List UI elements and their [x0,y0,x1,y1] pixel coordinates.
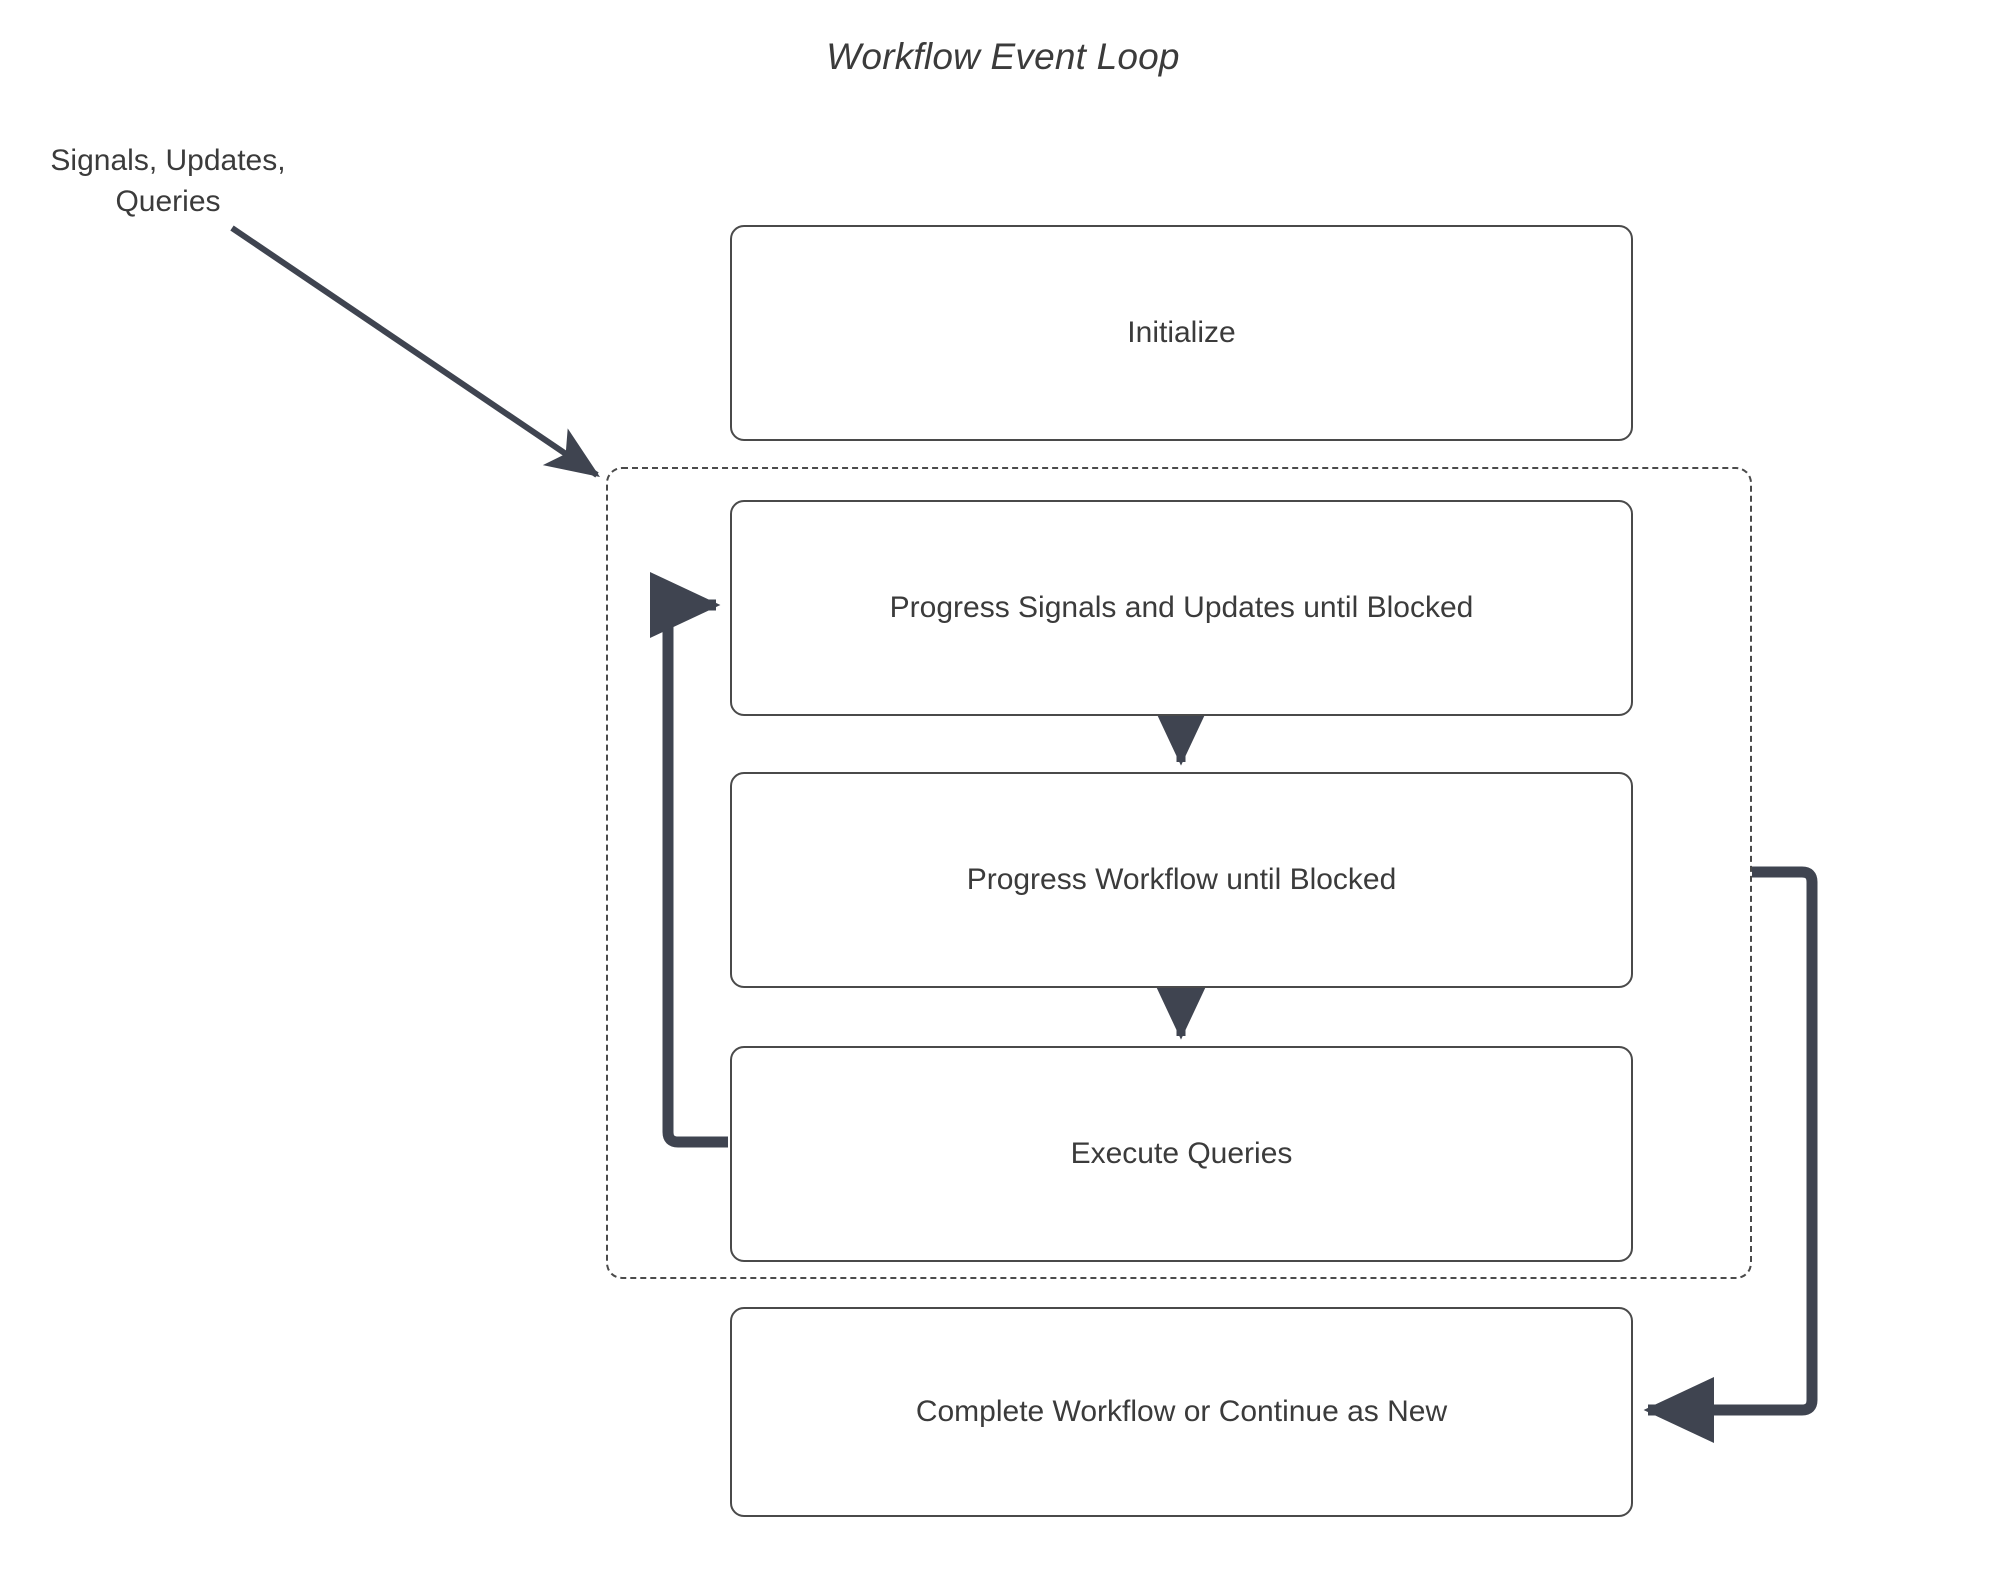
node-progress-workflow-label: Progress Workflow until Blocked [966,863,1397,896]
node-progress-signals-and-updates[interactable]: Progress Signals and Updates until Block… [730,500,1633,716]
node-complete-workflow-or-continue-as-new-label: Complete Workflow or Continue as New [915,1395,1448,1428]
node-progress-signals-and-updates-label: Progress Signals and Updates until Block… [889,591,1474,624]
node-initialize-label: Initialize [1127,316,1236,349]
event-loop-container [606,467,1752,1279]
node-execute-queries[interactable]: Execute Queries [730,1046,1633,1262]
edge-external-input-to-loop [230,225,600,478]
page-title: Workflow Event Loop [826,36,1180,77]
external-input-label: Signals, Updates, Queries [18,140,318,222]
node-progress-workflow[interactable]: Progress Workflow until Blocked [730,772,1633,988]
edge-loop-to-complete-workflow [1643,866,1818,1443]
node-complete-workflow-or-continue-as-new[interactable]: Complete Workflow or Continue as New [730,1307,1633,1517]
external-input-label-line2: Queries [115,185,221,218]
edge-execute-queries-to-progress-signals [650,572,728,1148]
external-input-label-line1: Signals, Updates, [50,144,286,177]
node-execute-queries-label: Execute Queries [1070,1137,1293,1170]
node-initialize[interactable]: Initialize [730,225,1633,441]
